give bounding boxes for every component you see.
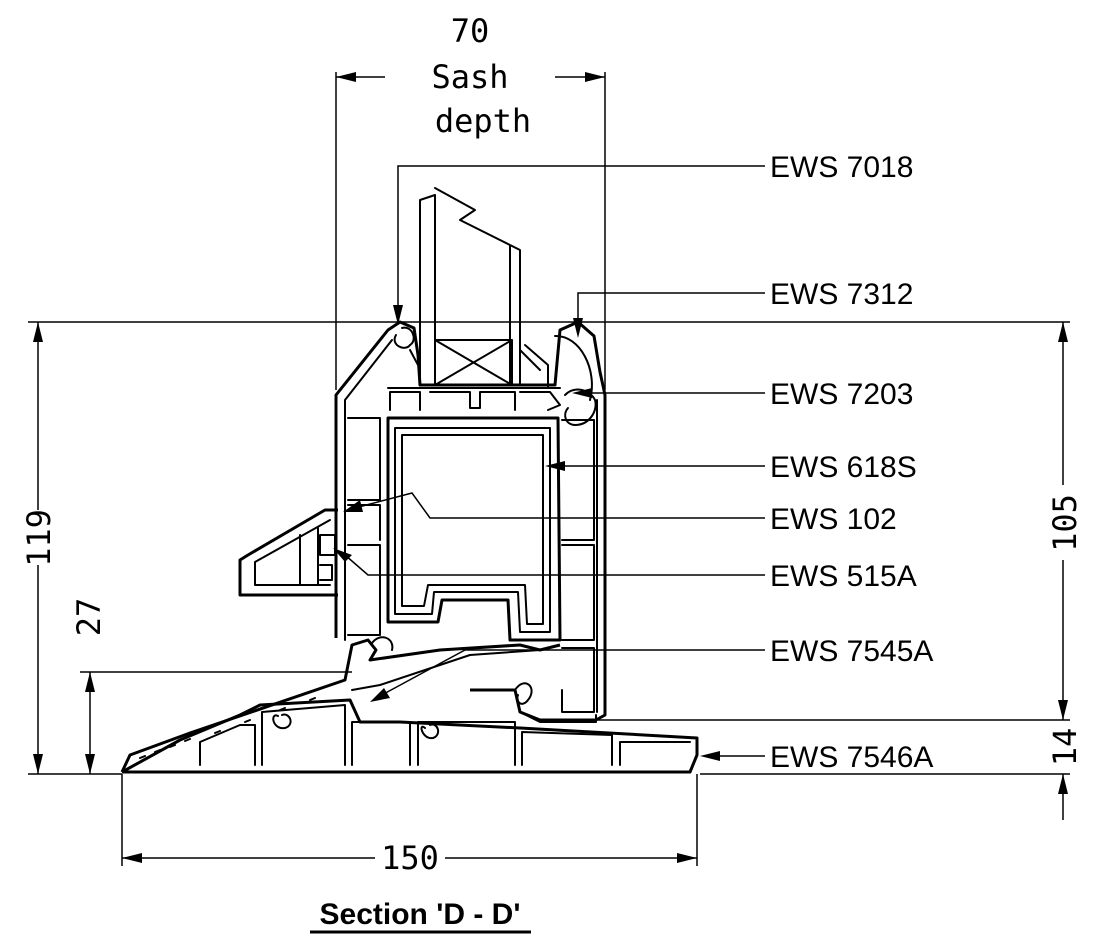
- frame-height-value: 105: [1046, 494, 1084, 552]
- gasket-7203: [564, 388, 597, 426]
- callout-label: EWS 7203: [770, 378, 913, 411]
- section-title-text: Section 'D - D': [320, 898, 521, 931]
- glazing-wedge: [519, 344, 549, 389]
- threshold-chambers: [199, 704, 691, 766]
- dimension-text: 70 Sash depth 119 27 105 14 150: [20, 12, 1084, 877]
- lower-gasket: [371, 636, 533, 705]
- bottom-offset-value: 14: [1046, 728, 1084, 767]
- frame-chambers: [347, 417, 595, 713]
- sash-depth-line2: depth: [435, 102, 531, 140]
- total-height-value: 119: [20, 509, 58, 567]
- spacer-bar: [434, 339, 513, 386]
- glass-unit: [419, 187, 521, 386]
- drip-clip: [319, 534, 336, 581]
- frame-foot: [519, 711, 597, 723]
- threshold-ribs: [139, 697, 316, 759]
- threshold-top: [120, 638, 561, 773]
- reinforcement-inner: [401, 434, 544, 625]
- glazing-bead: [389, 391, 561, 411]
- callout-label: EWS 7312: [770, 278, 913, 311]
- callout-label: EWS 102: [770, 503, 897, 536]
- dimension-lines: [28, 72, 1070, 866]
- callout-label: EWS 7545A: [770, 635, 933, 668]
- callout-label: EWS 7546A: [770, 741, 933, 774]
- profile-cross-section: [120, 187, 699, 774]
- gasket-7018: [393, 326, 419, 366]
- callout-label: EWS 7018: [770, 151, 913, 184]
- section-title: Section 'D - D': [310, 898, 531, 934]
- sash-outline: [386, 416, 562, 642]
- sill-bracket-inner: [254, 519, 331, 586]
- callout-leaders: [333, 165, 765, 761]
- sill-bracket: [238, 508, 338, 597]
- callout-labels: EWS 7018 EWS 7312 EWS 7203 EWS 618S EWS …: [770, 151, 933, 774]
- sash-depth-value: 70: [451, 12, 490, 50]
- callout-label: EWS 515A: [770, 560, 917, 593]
- callout-label: EWS 618S: [770, 451, 917, 484]
- width-value: 150: [381, 839, 439, 877]
- threshold-hooks: [272, 713, 440, 740]
- sill-height-value: 27: [70, 598, 108, 637]
- reinforcement-outline: [394, 427, 551, 633]
- threshold-slope: [351, 649, 541, 691]
- sash-depth-line1: Sash: [431, 58, 508, 96]
